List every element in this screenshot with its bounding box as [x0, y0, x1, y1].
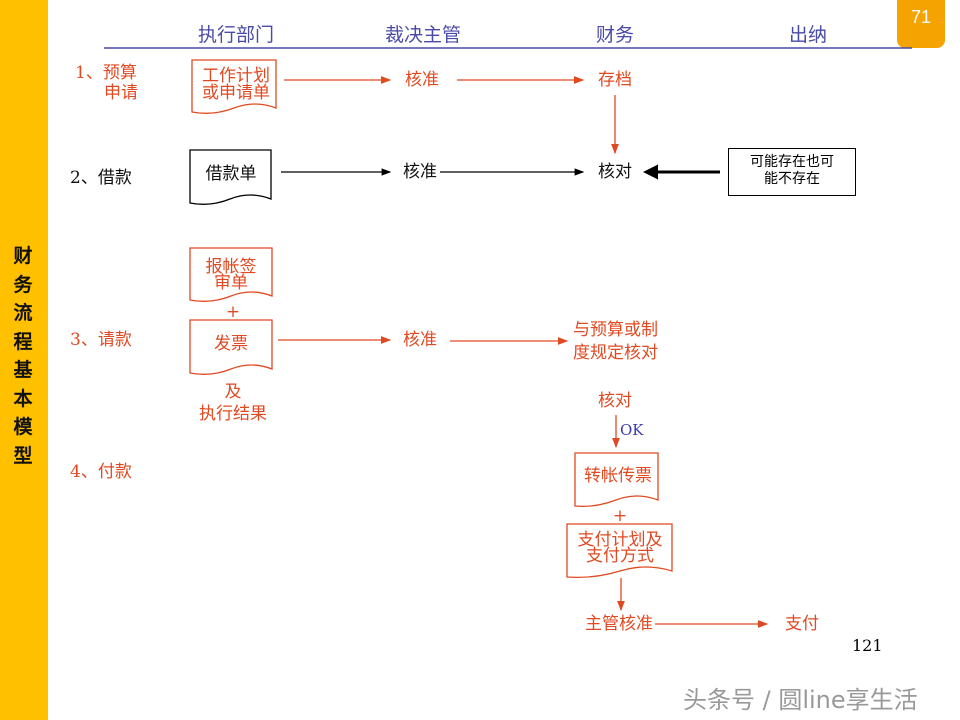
row4-plus: +: [612, 506, 628, 526]
slide-badge: 71: [897, 0, 945, 48]
row2-doc: 借款单: [205, 164, 257, 184]
sidebar-title: 财务流程基本模型: [13, 245, 33, 467]
row1-label: 1、预算: [75, 63, 137, 83]
row4-voucher: 转帐传票: [584, 466, 652, 486]
row3-doc-a-line2: 审单: [214, 273, 248, 293]
row4-pay: 支付: [785, 614, 819, 634]
row2-approve: 核准: [403, 162, 437, 182]
row3-result: 执行结果: [199, 404, 267, 424]
ok-label: OK: [620, 421, 644, 439]
row4-plan-line1: 支付计划及: [577, 530, 663, 550]
row1-doc-line2: 或申请单: [202, 83, 270, 103]
row3-check-line1: 与预算或制: [573, 320, 658, 340]
row4-label: 4、付款: [70, 462, 132, 482]
header-supervisor: 裁决主管: [384, 24, 462, 46]
sidebar-bar: [0, 0, 48, 720]
header-cashier: 出纳: [788, 24, 828, 46]
row4-verify: 核对: [598, 391, 632, 411]
note-line2: 能不存在: [764, 171, 820, 187]
row3-doc-a-line1: 报帐签: [205, 257, 257, 277]
row2-verify: 核对: [598, 162, 632, 182]
row3-and: 及: [224, 382, 242, 402]
note-box: 可能存在也可 能不存在: [728, 148, 856, 196]
header-finance: 财务: [595, 24, 635, 46]
row1-label-line2: 申请: [104, 83, 138, 103]
row1-doc-line1: 工作计划: [202, 66, 270, 86]
row3-plus: +: [225, 302, 241, 322]
watermark: 头条号 / 圆line享生活: [683, 686, 918, 714]
page-number: 121: [852, 636, 883, 655]
row2-label: 2、借款: [70, 168, 132, 188]
row4-plan-line2: 支付方式: [586, 546, 654, 566]
row1-archive: 存档: [598, 70, 632, 90]
row3-label: 3、请款: [70, 330, 132, 350]
row1-approve: 核准: [405, 70, 439, 90]
row3-approve: 核准: [403, 330, 437, 350]
header-exec-dept: 执行部门: [197, 24, 275, 46]
row3-doc-b: 发票: [214, 334, 248, 354]
note-line1: 可能存在也可: [750, 154, 834, 170]
row3-check-line2: 度规定核对: [573, 343, 658, 363]
row4-manager-approve: 主管核准: [585, 614, 653, 634]
